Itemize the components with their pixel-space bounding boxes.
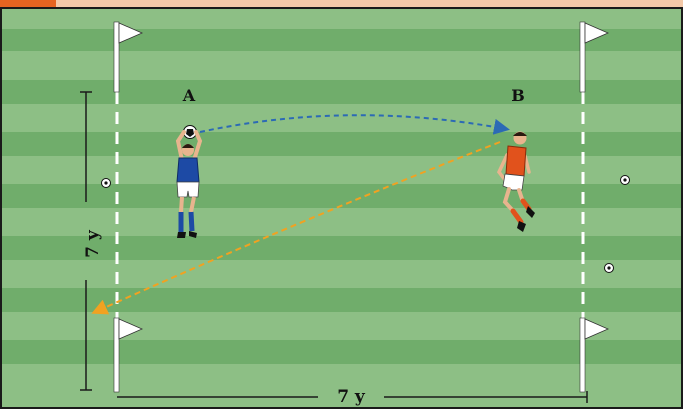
ball-icon [620,175,630,185]
flag-icon [113,21,144,93]
flag-icon [579,21,610,93]
header-accent [0,0,56,8]
ball-icon [101,178,111,188]
header-bar [0,0,683,8]
width-dimension-label: 7 y [337,387,366,407]
pass-arrow-a-to-b [199,114,510,135]
player-b-figure [496,131,535,232]
player-b-label: B [511,86,525,105]
player-a-figure [175,125,203,238]
width-dimension [117,391,588,403]
height-dimension-label: 7 y [83,229,103,258]
player-a-label: A [182,86,196,105]
field-frame [0,7,683,409]
flag-icon [113,317,144,393]
flag-icon [579,317,610,393]
ball-icon [604,263,614,273]
height-dimension [80,91,92,391]
